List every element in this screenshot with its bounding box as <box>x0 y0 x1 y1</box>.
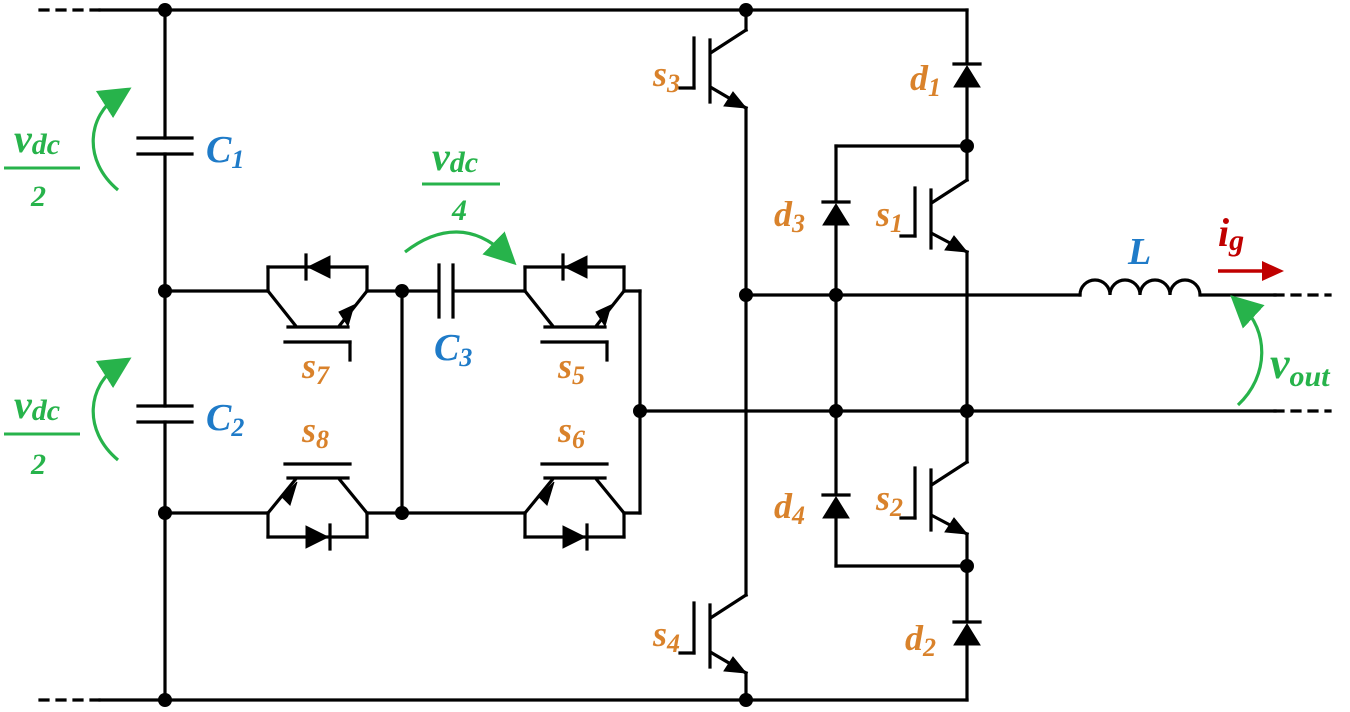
label-vdc-top-den: 2 <box>30 180 46 213</box>
inductor-l <box>1078 278 1202 297</box>
label-d2: d2 <box>905 618 936 662</box>
switch-s2 <box>899 409 970 568</box>
label-vdc-top: vdc <box>14 116 60 161</box>
label-d3: d3 <box>774 194 805 238</box>
label-s6: s6 <box>557 410 585 454</box>
label-vdc-bottom-den: 2 <box>30 448 46 481</box>
label-s3: s3 <box>652 54 680 98</box>
voltage-arrow-top <box>91 87 132 192</box>
label-c3: C3 <box>434 327 472 372</box>
voltage-arrow-flying <box>404 230 517 266</box>
label-ig: ig <box>1218 210 1244 257</box>
switch-s5 <box>522 253 627 362</box>
switch-s1 <box>899 144 970 413</box>
label-vout: vout <box>1270 339 1331 393</box>
diode-d2 <box>952 564 982 702</box>
switch-s4 <box>678 293 749 702</box>
diode-d3 <box>821 144 969 297</box>
label-c1: C1 <box>206 129 244 174</box>
label-vdc-flying-den: 4 <box>451 194 467 227</box>
label-c2: C2 <box>206 397 244 442</box>
label-s8: s8 <box>301 410 329 454</box>
diode-d4 <box>821 293 969 568</box>
junction-dots <box>158 3 974 707</box>
label-vdc-bottom: vdc <box>14 382 60 427</box>
capacitor-c3 <box>437 263 455 319</box>
switch-s6 <box>522 462 627 551</box>
switch-s8 <box>265 462 370 551</box>
label-inductor: L <box>1127 231 1151 273</box>
voltage-arrow-vout <box>1230 295 1265 407</box>
switch-s7 <box>265 253 370 362</box>
label-s1: s1 <box>875 194 903 238</box>
label-s2: s2 <box>875 478 903 522</box>
label-d4: d4 <box>774 486 805 530</box>
capacitor-c2 <box>136 404 194 424</box>
capacitor-c1 <box>136 136 194 156</box>
switch-s3 <box>678 8 749 297</box>
label-s5: s5 <box>557 346 585 390</box>
diode-d1 <box>952 8 982 148</box>
label-d1: d1 <box>910 58 941 102</box>
label-vdc-flying: vdc <box>432 134 478 179</box>
label-s4: s4 <box>652 614 680 658</box>
label-s7: s7 <box>301 346 330 390</box>
voltage-arrow-bottom <box>91 357 132 462</box>
current-arrow-ig <box>1218 261 1284 281</box>
